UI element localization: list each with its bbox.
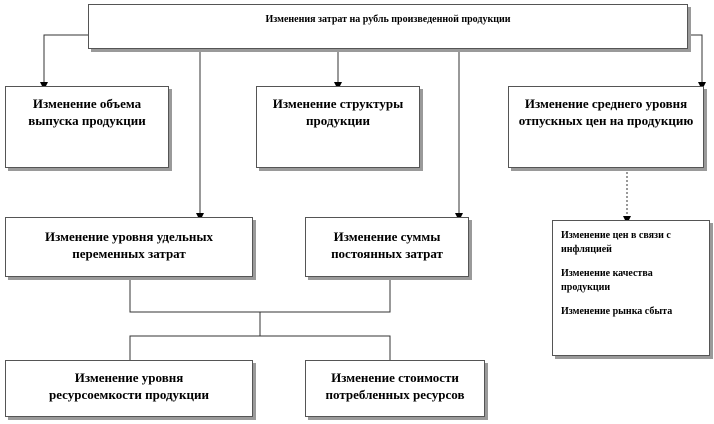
fixed-costs-box: Изменение суммы постоянных затрат bbox=[305, 217, 469, 277]
volume-label: Изменение объема выпуска продукции bbox=[28, 96, 146, 128]
structure-box: Изменение структуры продукции bbox=[256, 86, 420, 168]
price-factors-box: Изменение цен в связи с инфляцией Измене… bbox=[552, 220, 710, 356]
variable-costs-label: Изменение уровня удельных переменных зат… bbox=[44, 229, 214, 261]
connector-bracket-bottom bbox=[129, 335, 391, 360]
volume-box: Изменение объема выпуска продукции bbox=[5, 86, 169, 168]
connector-bracket-top bbox=[129, 280, 391, 313]
price-factor-item: Изменение качества продукции bbox=[561, 268, 653, 293]
resource-cost-label: Изменение стоимости потребленных ресурсо… bbox=[325, 370, 465, 402]
price-factor-item: Изменение рынка сбыта bbox=[561, 306, 673, 317]
price-level-box: Изменение среднего уровня отпускных цен … bbox=[508, 86, 704, 168]
resource-intensity-box: Изменение уровня ресурсоемкости продукци… bbox=[5, 360, 253, 417]
fixed-costs-label: Изменение суммы постоянных затрат bbox=[331, 229, 443, 261]
root-label: Изменения затрат на рубль произведенной … bbox=[265, 14, 511, 25]
structure-label: Изменение структуры продукции bbox=[272, 96, 404, 128]
connector-root-volume bbox=[40, 34, 88, 90]
connector-root-price bbox=[688, 34, 706, 90]
price-level-label: Изменение среднего уровня отпускных цен … bbox=[518, 96, 694, 128]
price-factor-item: Изменение цен в связи с инфляцией bbox=[561, 230, 671, 255]
resource-cost-box: Изменение стоимости потребленных ресурсо… bbox=[305, 360, 485, 417]
root-box: Изменения затрат на рубль произведенной … bbox=[88, 4, 688, 49]
resource-intensity-label: Изменение уровня ресурсоемкости продукци… bbox=[49, 370, 209, 402]
variable-costs-box: Изменение уровня удельных переменных зат… bbox=[5, 217, 253, 277]
